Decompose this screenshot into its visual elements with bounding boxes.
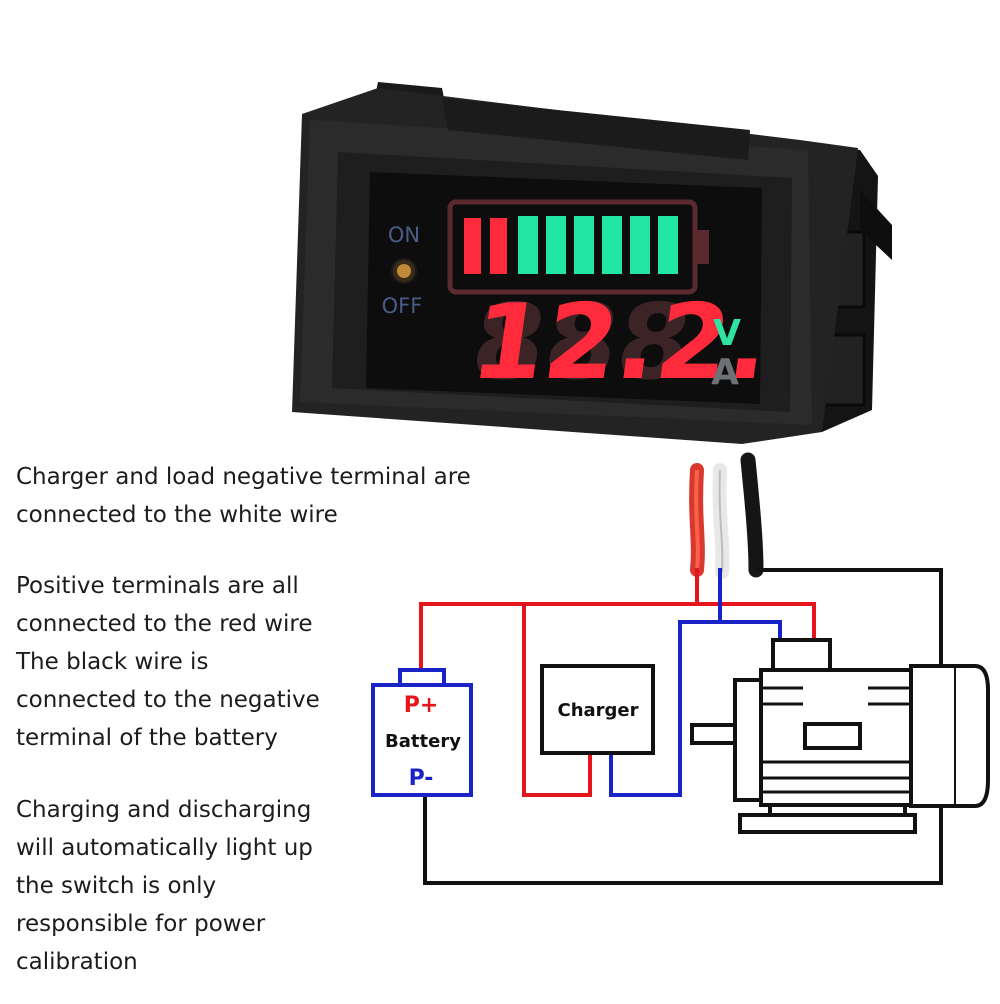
motor-base: [738, 813, 917, 834]
motor-rear-cover: [909, 664, 958, 808]
note-line: Positive terminals are all: [16, 573, 299, 599]
battery-label: Battery: [385, 731, 461, 752]
charger-outline: [540, 664, 655, 755]
note-line: Charger and load negative terminal are: [16, 464, 471, 490]
note-charging-switch: Charging and discharging will automatica…: [16, 791, 313, 981]
switch-on-label: ON: [388, 223, 420, 247]
note-line: responsible for power: [16, 911, 266, 937]
note-line: terminal of the battery: [16, 725, 278, 751]
battery-negative-label: P-: [409, 766, 434, 791]
blue-line: [609, 620, 782, 797]
circuit-lines: [419, 568, 943, 885]
note-positive-terminals: Positive terminals are all connected to …: [16, 567, 320, 757]
red-wire-highlight: [694, 469, 700, 571]
motor-front-flange: [733, 678, 763, 802]
red-line: [522, 604, 592, 797]
battery-positive-label: P+: [404, 693, 439, 718]
note-line: The black wire is: [16, 649, 209, 675]
meter-wires: [689, 452, 764, 579]
charger-label: Charger: [557, 700, 638, 721]
note-line: Charging and discharging: [16, 797, 312, 823]
motor-shaft: [690, 723, 739, 745]
unit-amp-label: A: [711, 352, 739, 393]
unit-volt-label: V: [713, 313, 741, 354]
motor-icon: [690, 638, 990, 834]
battery-bars: [464, 216, 678, 274]
segment-ghost: 888: [465, 281, 699, 402]
voltage-reading: 12.2.: [465, 281, 778, 402]
battery-bar-green: [574, 216, 594, 274]
switch-off-label: OFF: [382, 294, 423, 318]
white-wire-edge: [718, 469, 724, 573]
note-line: connected to the negative: [16, 687, 320, 713]
top-clip-bar: [442, 98, 750, 160]
battery-symbol: P+ Battery P-: [371, 668, 473, 797]
note-line: connected to the white wire: [16, 502, 338, 528]
battery-bar-green: [602, 216, 622, 274]
motor-fan-cover: [956, 664, 990, 808]
motor-nameplate: [803, 722, 862, 750]
note-line: will automatically light up: [16, 835, 313, 861]
battery-tip: [695, 230, 709, 264]
battery-bar-green: [630, 216, 650, 274]
charger-box: Charger: [540, 664, 655, 755]
red-line: [419, 602, 816, 670]
note-line: calibration: [16, 949, 138, 975]
battery-bar-green: [658, 216, 678, 274]
voltmeter-device: ON OFF 888 12.2. V A: [292, 82, 892, 444]
battery-bar-red: [464, 218, 481, 274]
note-line: the switch is only: [16, 873, 217, 899]
motor-terminal-box: [771, 638, 832, 672]
battery-terminal: [398, 668, 446, 687]
battery-bar-red: [490, 218, 507, 274]
note-negative-terminal: Charger and load negative terminal are c…: [16, 458, 471, 534]
black-line: [423, 568, 943, 885]
battery-bar-green: [518, 216, 538, 274]
side-tab: [860, 190, 892, 260]
switch-knob-icon: [397, 264, 411, 278]
note-line: connected to the red wire: [16, 611, 313, 637]
seven-segment-display: 888 12.2.: [465, 281, 778, 402]
battery-bar-green: [546, 216, 566, 274]
black-wire: [740, 452, 764, 578]
battery-box: [371, 683, 473, 797]
